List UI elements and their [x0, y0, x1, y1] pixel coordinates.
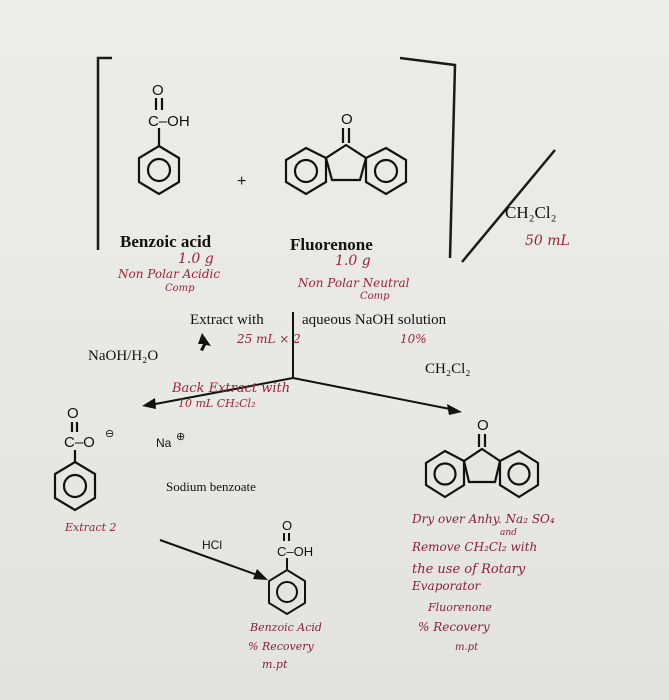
- cursor-arrow-icon: [198, 333, 211, 351]
- back-extract-note-2: 10 mL CH₂Cl₂: [178, 397, 256, 410]
- benzoic-result-note: Benzoic Acid: [249, 621, 322, 634]
- hcl-arrowhead: [253, 569, 268, 580]
- fluorenone-result-note: Fluorenone: [427, 601, 492, 614]
- sodium-label: Na: [156, 436, 172, 450]
- product-carboxyl: C–OH: [277, 544, 313, 559]
- product-oxygen: O: [282, 518, 292, 533]
- fluorenone-structure: [284, 128, 408, 196]
- benzoic-acid-label: Benzoic acid: [120, 232, 212, 251]
- negative-charge: ⊖: [105, 428, 114, 440]
- fluorenone-recovery-note: % Recovery: [418, 620, 490, 634]
- benzoic-mpt-note: m.pt: [262, 658, 288, 671]
- left-arrowhead: [142, 398, 156, 409]
- organic-layer-label: CH₂Cl₂: [425, 361, 470, 377]
- benzoic-mass-note: 1.0 g: [178, 251, 214, 267]
- naoh-percent-note: 10%: [400, 332, 427, 346]
- benzoic-oxygen: O: [152, 82, 164, 99]
- benzoic-acid-structure: [137, 98, 181, 196]
- benzoic-acid-product-structure: [268, 533, 306, 616]
- fluorenone-mpt-note: m.pt: [455, 642, 479, 653]
- extract-reagent: aqueous NaOH solution: [302, 312, 447, 328]
- right-arrowhead: [447, 404, 462, 415]
- rotary-note: the use of Rotary: [412, 562, 526, 577]
- product-fluorenone-oxygen: O: [477, 417, 489, 434]
- solvent-slash: [461, 149, 556, 263]
- sodium-benzoate-structure: [53, 422, 97, 512]
- benzoic-carboxyl: C–OH: [148, 113, 190, 130]
- split-arrows: [149, 377, 456, 411]
- salt-carboxylate: C–O: [64, 434, 95, 451]
- extract-text: Extract with: [190, 312, 264, 328]
- benzoic-class-note-2: Comp: [165, 283, 195, 294]
- reactant-bracket-right: [399, 56, 457, 259]
- aqueous-layer-label: NaOH/H₂O: [88, 348, 158, 364]
- positive-charge: ⊕: [176, 431, 185, 443]
- extract-note: Extract 2: [64, 521, 117, 534]
- fluorenone-mass-note: 1.0 g: [335, 253, 371, 269]
- fluorenone-label: Fluorenone: [290, 235, 373, 254]
- evaporator-note: Evaporator: [411, 579, 482, 593]
- remove-solvent-note: Remove CH₂Cl₂ with: [411, 540, 537, 554]
- hcl-label: HCl: [202, 538, 222, 552]
- fluorenone-product-structure: [424, 434, 540, 499]
- reactant-bracket-left: [96, 56, 112, 250]
- benzoic-recovery-note: % Recovery: [248, 640, 315, 653]
- plus-sign: +: [237, 173, 246, 190]
- fluorenone-oxygen: O: [341, 111, 353, 128]
- extract-volume-note: 25 mL × 2: [236, 332, 301, 346]
- dry-note: Dry over Anhy. Na₂ SO₄: [411, 512, 555, 526]
- fluorenone-class-note-2: Comp: [360, 291, 390, 302]
- solvent-formula: CH₂Cl₂: [505, 203, 557, 222]
- benzoic-class-note: Non Polar Acidic: [117, 267, 220, 281]
- fluorenone-class-note: Non Polar Neutral: [297, 276, 410, 290]
- salt-oxygen: O: [67, 405, 79, 422]
- solvent-amount: 50 mL: [525, 233, 570, 249]
- sodium-benzoate-label: Sodium benzoate: [166, 479, 256, 494]
- hcl-arrow: [159, 539, 261, 577]
- dry-note-and: and: [500, 528, 517, 538]
- back-extract-note: Back Extract with: [171, 381, 290, 396]
